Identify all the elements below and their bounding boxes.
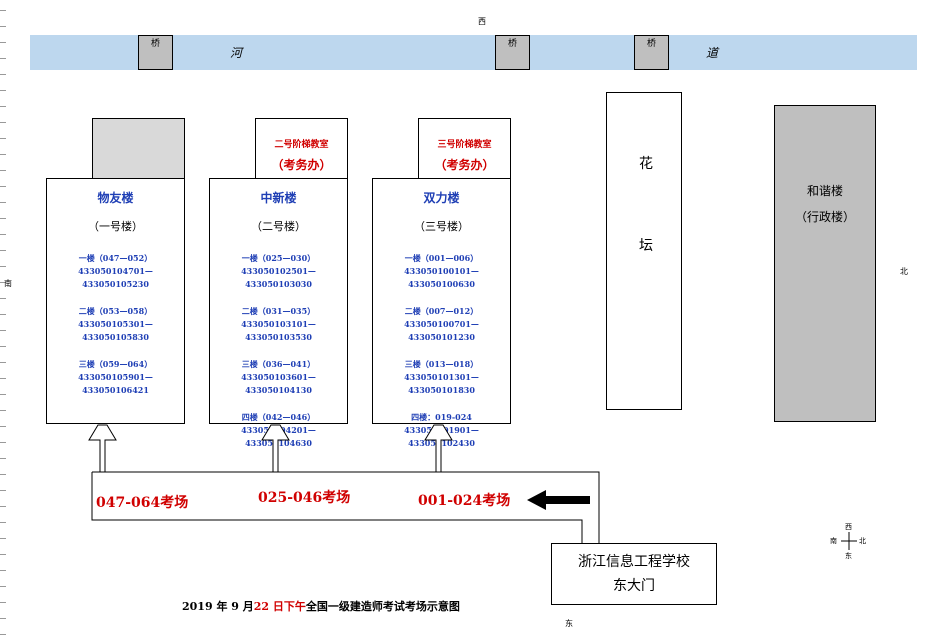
annex-office: （考务办） bbox=[434, 158, 495, 172]
flowerbed-char-1: 花 bbox=[639, 156, 653, 172]
title-suffix: 全国一级建造师考试考场示意图 bbox=[305, 600, 460, 613]
floor-range: 433050105901—433050106421 bbox=[78, 372, 153, 395]
hall-label-1: 047-064考场 bbox=[96, 495, 189, 511]
bridge-3: 桥 bbox=[634, 35, 669, 70]
admin-sub: （行政楼） bbox=[794, 210, 855, 224]
floor-range: 433050104701—433050105230 bbox=[78, 266, 153, 289]
floor-label: 三楼（013—018） bbox=[404, 359, 479, 369]
arrow-up-building-2 bbox=[261, 424, 290, 473]
compass-north-label: 西 bbox=[845, 523, 852, 531]
floor-range: 433050103101—433050103530 bbox=[241, 319, 316, 342]
corridor-outline bbox=[91, 472, 583, 544]
floor-label: 三楼（059—064） bbox=[78, 359, 153, 369]
entry-arrow bbox=[527, 490, 590, 510]
annex-office: （考务办） bbox=[271, 158, 332, 172]
floor-range: 433050101301—433050101830 bbox=[404, 372, 479, 395]
floor-label: 一楼（001—006） bbox=[404, 253, 479, 263]
floor-range: 433050100101—433050100630 bbox=[404, 266, 479, 289]
building-1: 物友楼 （一号楼） 一楼（047—052） 433050104701—43305… bbox=[46, 178, 185, 424]
arrow-up-building-1 bbox=[88, 424, 117, 473]
direction-south-label: 南 bbox=[4, 279, 12, 288]
floor-range: 433050102501—433050103030 bbox=[241, 266, 316, 289]
floor-range: 433050103601—433050104130 bbox=[241, 372, 316, 395]
building-sub: （三号楼） bbox=[414, 220, 469, 233]
page-title: 2019 年 9 月22 日下午全国一级建造师考试考场示意图 bbox=[182, 598, 460, 614]
river-text-right: 道 bbox=[706, 46, 719, 60]
floor-label: 二楼（007—012） bbox=[404, 306, 479, 316]
arrow-up-building-3 bbox=[424, 424, 453, 473]
bridge-2: 桥 bbox=[495, 35, 530, 70]
admin-name: 和谐楼 bbox=[806, 184, 843, 198]
east-gate: 浙江信息工程学校 东大门 bbox=[551, 543, 717, 605]
flowerbed-char-2: 坛 bbox=[639, 238, 653, 254]
building-name: 中新楼 bbox=[260, 191, 297, 205]
flowerbed: 花 坛 bbox=[606, 92, 682, 410]
corridor-top bbox=[92, 471, 600, 544]
floor-range: 433050105301—433050105830 bbox=[78, 319, 153, 342]
floor-label: 三楼（036—041） bbox=[241, 359, 316, 369]
floor-label: 一楼（025—030） bbox=[241, 253, 316, 263]
building-3-annex: 三号阶梯教室 （考务办） bbox=[418, 118, 511, 179]
direction-west-label: 西 bbox=[478, 17, 486, 26]
hall-label-2: 025-046考场 bbox=[258, 490, 351, 506]
annex-title: 二号阶梯教室 bbox=[274, 140, 329, 150]
floor-label: 四楼：019-024 bbox=[411, 412, 472, 422]
bridge-1: 桥 bbox=[138, 35, 173, 70]
left-margin-marks bbox=[0, 0, 6, 637]
direction-north-label: 北 bbox=[900, 267, 908, 276]
river-text-left: 河 bbox=[230, 46, 243, 60]
gate-line-2: 东大门 bbox=[613, 578, 655, 594]
floor-label: 二楼（053—058） bbox=[78, 306, 153, 316]
building-name: 物友楼 bbox=[97, 191, 134, 205]
compass-west-label: 南 bbox=[830, 537, 837, 545]
floor-label: 二楼（031—035） bbox=[241, 306, 316, 316]
building-sub: （二号楼） bbox=[251, 220, 306, 233]
floor-label: 一楼（047—052） bbox=[78, 253, 153, 263]
admin-building: 和谐楼 （行政楼） bbox=[774, 105, 876, 422]
title-highlight: 22 日下午 bbox=[253, 600, 306, 613]
building-name: 双力楼 bbox=[423, 191, 460, 205]
floor-label: 四楼（042—046） bbox=[241, 412, 316, 422]
building-1-annex bbox=[92, 118, 185, 179]
floor-range: 433050100701—433050101230 bbox=[404, 319, 479, 342]
compass-south-label: 东 bbox=[845, 552, 852, 560]
title-prefix: 2019 年 9 月 bbox=[182, 600, 254, 613]
building-sub: （一号楼） bbox=[88, 220, 143, 233]
direction-east-label: 东 bbox=[565, 619, 573, 628]
river bbox=[30, 35, 917, 70]
hall-label-3: 001-024考场 bbox=[418, 493, 511, 509]
compass-east-label: 北 bbox=[859, 537, 866, 545]
annex-title: 三号阶梯教室 bbox=[437, 140, 492, 150]
gate-line-1: 浙江信息工程学校 bbox=[578, 554, 690, 570]
